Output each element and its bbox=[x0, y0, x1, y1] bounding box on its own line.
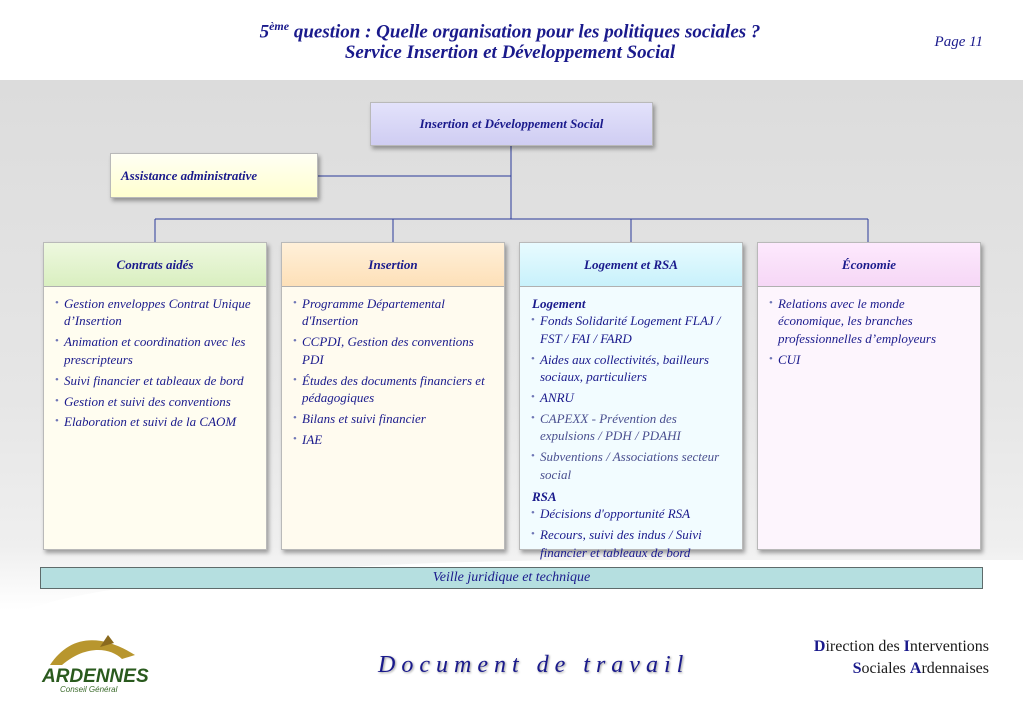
list-item: CCPDI, Gestion des conventions PDI bbox=[293, 333, 492, 368]
assistance-box: Assistance administrative bbox=[110, 153, 318, 198]
title-number: 5 bbox=[259, 21, 270, 43]
item-list: Programme Départemental d'Insertion CCPD… bbox=[293, 295, 492, 449]
ardennes-logo: ARDENNES Conseil Général bbox=[41, 635, 149, 694]
column-body: Logement Fonds Solidarité Logement FLAJ … bbox=[520, 287, 742, 561]
list-item: Bilans et suivi financier bbox=[293, 410, 492, 428]
item-list: Relations avec le monde économique, les … bbox=[769, 295, 968, 369]
direction-line-2: Sociales Ardennaises bbox=[814, 658, 989, 680]
item-list: Décisions d'opportunité RSA Recours, sui… bbox=[531, 505, 730, 561]
list-item: IAE bbox=[293, 431, 492, 449]
list-item: Fonds Solidarité Logement FLAJ / FST / F… bbox=[531, 312, 730, 347]
list-item: Elaboration et suivi de la CAOM bbox=[55, 413, 254, 431]
text: ociales bbox=[861, 660, 910, 677]
page-title: 5ème question : Quelle organisation pour… bbox=[150, 14, 870, 44]
column-title: Contrats aidés bbox=[44, 243, 266, 287]
list-item: Décisions d'opportunité RSA bbox=[531, 505, 730, 523]
direction-line-1: Direction des Interventions bbox=[814, 636, 989, 658]
text: nterventions bbox=[909, 638, 989, 655]
list-item: CUI bbox=[769, 351, 968, 369]
initial-s: S bbox=[852, 660, 862, 677]
list-item: Aides aux collectivités, bailleurs socia… bbox=[531, 351, 730, 386]
logo-peak-icon bbox=[100, 635, 114, 647]
item-list: Gestion enveloppes Contrat Unique d’Inse… bbox=[55, 295, 254, 431]
text: irection des bbox=[825, 638, 904, 655]
initial-d: D bbox=[813, 638, 826, 655]
item-list: Fonds Solidarité Logement FLAJ / FST / F… bbox=[531, 312, 730, 483]
logo-text: ARDENNES bbox=[41, 666, 149, 687]
section-heading-logement: Logement bbox=[532, 296, 586, 311]
list-item: Suivi financier et tableaux de bord bbox=[55, 372, 254, 390]
column-contrats-aides: Contrats aidés Gestion enveloppes Contra… bbox=[43, 242, 267, 550]
list-item: Gestion et suivi des conventions bbox=[55, 393, 254, 411]
column-logement-rsa: Logement et RSA Logement Fonds Solidarit… bbox=[519, 242, 743, 560]
list-item: Subventions / Associations secteur socia… bbox=[531, 448, 730, 483]
list-item: Études des documents financiers et pédag… bbox=[293, 372, 492, 407]
direction-signature: Direction des Interventions Sociales Ard… bbox=[814, 636, 989, 680]
list-item: CAPEXX - Prévention des expulsions / PDH… bbox=[531, 410, 730, 445]
logo-subtext: Conseil Général bbox=[60, 685, 118, 694]
list-item: Animation et coordination avec les presc… bbox=[55, 333, 254, 368]
org-root-box: Insertion et Développement Social bbox=[370, 102, 653, 146]
column-body: Relations avec le monde économique, les … bbox=[758, 287, 980, 369]
section-heading-rsa: RSA bbox=[532, 489, 557, 505]
header: 5ème question : Quelle organisation pour… bbox=[0, 0, 1023, 80]
column-body: Programme Départemental d'Insertion CCPD… bbox=[282, 287, 504, 449]
column-body: Gestion enveloppes Contrat Unique d’Inse… bbox=[44, 287, 266, 431]
title-superscript: ème bbox=[269, 19, 290, 33]
column-insertion: Insertion Programme Départemental d'Inse… bbox=[281, 242, 505, 550]
list-item: Recours, suivi des indus / Suivi financi… bbox=[531, 526, 730, 561]
document-label: Document de travail bbox=[378, 652, 690, 678]
logo-swoosh-icon bbox=[50, 640, 135, 665]
veille-bar: Veille juridique et technique bbox=[40, 567, 983, 589]
initial-i: I bbox=[903, 638, 910, 655]
initial-a: A bbox=[909, 660, 922, 677]
title-line-1: question : Quelle organisation pour les … bbox=[289, 21, 761, 43]
list-item: Relations avec le monde économique, les … bbox=[769, 295, 968, 347]
list-item: Programme Départemental d'Insertion bbox=[293, 295, 492, 330]
column-title: Insertion bbox=[282, 243, 504, 287]
list-item: ANRU bbox=[531, 389, 730, 407]
page-number: Page 11 bbox=[934, 34, 983, 50]
page-subtitle: Service Insertion et Développement Socia… bbox=[344, 42, 676, 63]
column-title: Logement et RSA bbox=[520, 243, 742, 287]
list-item: Gestion enveloppes Contrat Unique d’Inse… bbox=[55, 295, 254, 330]
text: rdennaises bbox=[921, 660, 989, 677]
column-title: Économie bbox=[758, 243, 980, 287]
column-economie: Économie Relations avec le monde économi… bbox=[757, 242, 981, 550]
